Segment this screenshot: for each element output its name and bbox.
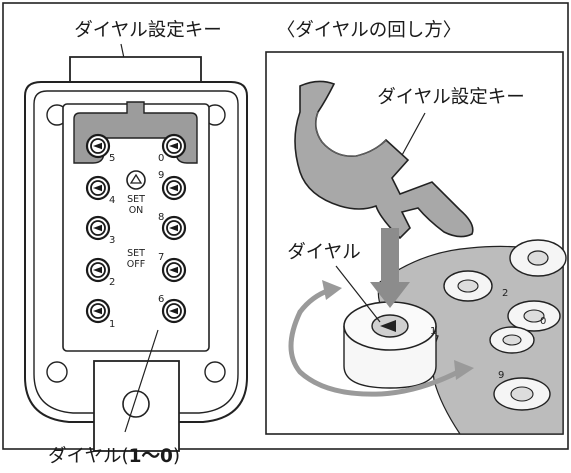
set-on-label-set: SET — [127, 194, 145, 205]
dial-number: 2 — [109, 277, 115, 288]
dial-icon — [161, 298, 187, 324]
latch-hole — [122, 390, 150, 418]
dial-number: 0 — [158, 153, 164, 164]
dial-number: 1 — [109, 319, 115, 330]
dial-range-leader — [124, 329, 159, 433]
key-bevel — [315, 111, 387, 157]
dial-number: 5 — [109, 153, 115, 164]
dial-number: 6 — [158, 294, 164, 305]
dial-icon — [161, 257, 187, 283]
dial-icon — [161, 175, 187, 201]
setting-key-illustration — [294, 80, 474, 240]
dial-number: 3 — [109, 235, 115, 246]
dial-icon — [85, 298, 111, 324]
set-on-label-on: ON — [129, 205, 144, 216]
device-top-tab — [69, 56, 202, 82]
key-leader-right — [400, 112, 426, 158]
dial-number: 9 — [158, 170, 164, 181]
insert-arrow-icon — [370, 228, 410, 308]
dial-icon — [85, 133, 111, 159]
outer-frame — [2, 2, 569, 450]
dial-number: 4 — [109, 195, 115, 206]
dial-label-right: ダイヤル — [287, 242, 360, 263]
dial-icon — [161, 133, 187, 159]
dial-icon — [85, 215, 111, 241]
screw-icon — [204, 361, 226, 383]
dial-icon — [85, 175, 111, 201]
dial-icon — [85, 257, 111, 283]
screw-icon — [46, 361, 68, 383]
dial-icon — [161, 215, 187, 241]
dial-base-illustration — [343, 239, 567, 435]
set-on-button: SET ON — [126, 170, 146, 216]
illustration-number: 2 — [502, 288, 508, 299]
dial-setting-key-label-right: ダイヤル設定キー — [377, 87, 524, 108]
illustration-number: 1 — [430, 326, 436, 337]
how-to-turn-title: 〈ダイヤルの回し方〉 — [277, 20, 461, 41]
set-off-label-set: SET — [127, 248, 145, 259]
set-off-label-off: OFF — [127, 259, 145, 270]
rotation-arrow-icon — [288, 280, 474, 397]
device-inner-border — [33, 90, 239, 414]
dial-leader-right — [335, 265, 381, 323]
dial-setting-key-label: ダイヤル設定キー — [74, 20, 221, 41]
dial-range-label: ダイヤル(1〜0) — [48, 446, 180, 467]
illustration-number: 9 — [498, 370, 504, 381]
dial-number: 8 — [158, 212, 164, 223]
illustration-number: 0 — [540, 316, 546, 327]
lock-device — [24, 56, 248, 452]
dial-number: 7 — [158, 252, 164, 263]
